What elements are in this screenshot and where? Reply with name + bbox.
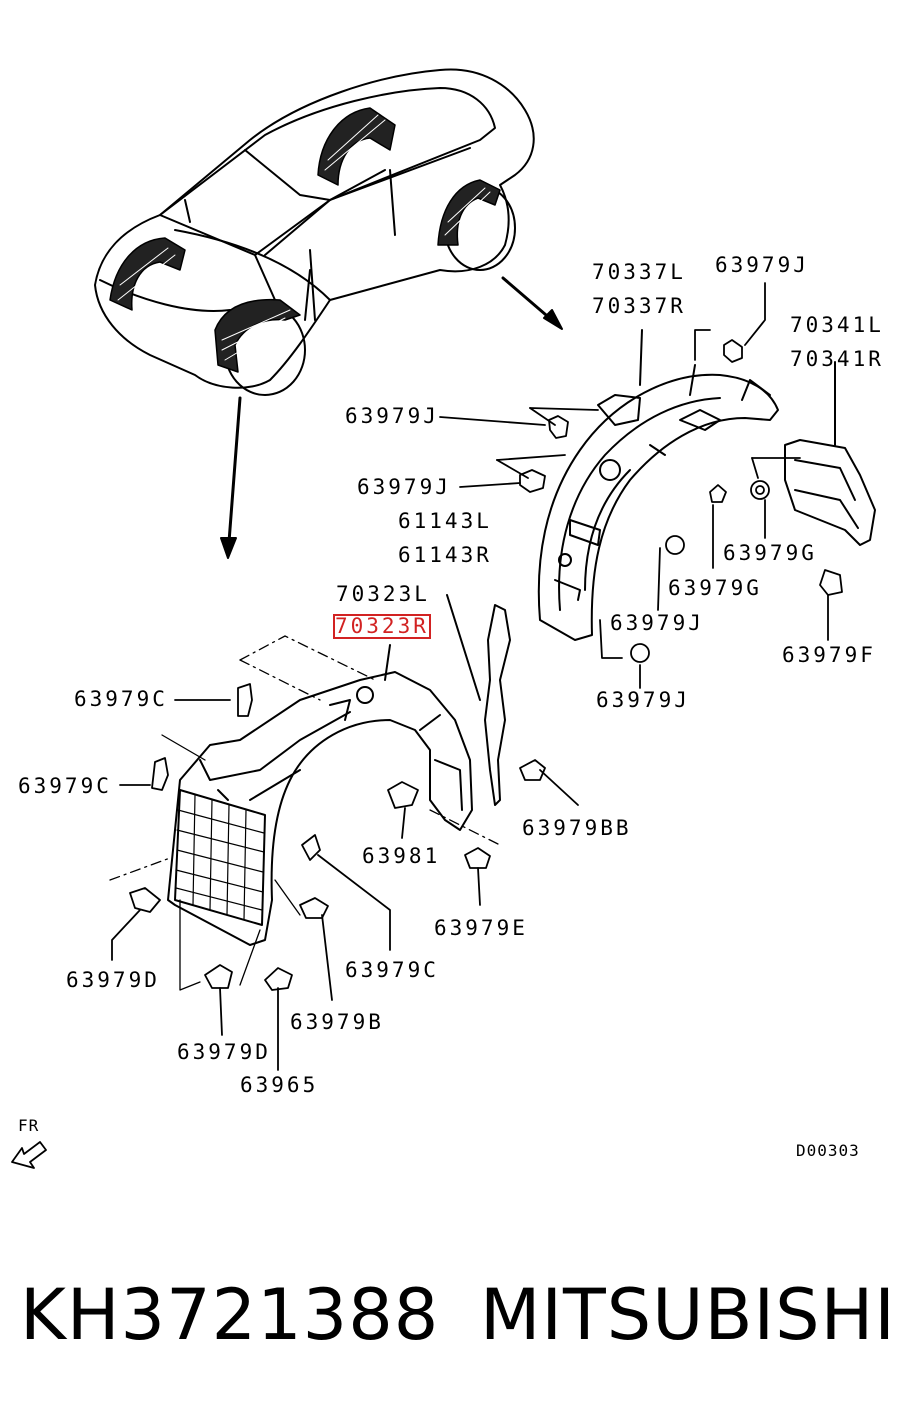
drawing-code: D00303	[796, 1141, 860, 1160]
label-70337L: 70337L	[592, 260, 686, 284]
label-70341R: 70341R	[790, 347, 884, 371]
label-63979J-b: 63979J	[357, 475, 451, 499]
label-63979E: 63979E	[434, 916, 528, 940]
label-61143R: 61143R	[398, 543, 492, 567]
front-direction-label: FR	[18, 1116, 40, 1135]
direction-arrows	[220, 276, 563, 559]
car-body-illustration	[94, 68, 535, 396]
part-number: KH3721388	[20, 1274, 440, 1356]
liner-bracket	[446, 594, 511, 806]
rear-wheel-liner	[537, 329, 779, 641]
label-70337R: 70337R	[592, 294, 686, 318]
fasteners	[129, 339, 843, 991]
label-70323R-highlighted: 70323R	[333, 614, 431, 639]
label-63979G-a: 63979G	[723, 541, 817, 565]
brand-name: MITSUBISHI	[480, 1274, 896, 1356]
label-63979J-a: 63979J	[345, 404, 439, 428]
label-61143L: 61143L	[398, 509, 492, 533]
leader-lines	[111, 282, 829, 1071]
label-63981: 63981	[362, 844, 441, 868]
label-70341L: 70341L	[790, 313, 884, 337]
label-63979D-b: 63979D	[177, 1040, 271, 1064]
label-63979C-b: 63979C	[18, 774, 112, 798]
label-63979B: 63979B	[290, 1010, 384, 1034]
front-direction-indicator	[11, 1141, 47, 1169]
label-63979F: 63979F	[782, 643, 876, 667]
label-63979D-a: 63979D	[66, 968, 160, 992]
front-wheel-liner	[109, 635, 501, 991]
label-63979C-c: 63979C	[345, 958, 439, 982]
label-70323L: 70323L	[336, 582, 430, 606]
rear-mudguard-flap	[784, 361, 876, 546]
label-63965: 63965	[240, 1073, 319, 1097]
label-63979J-top: 63979J	[715, 253, 809, 277]
label-63979J-c: 63979J	[610, 611, 704, 635]
label-63979C-a: 63979C	[74, 687, 168, 711]
label-63979J-d: 63979J	[596, 688, 690, 712]
label-63979BB: 63979BB	[522, 816, 632, 840]
label-63979G-b: 63979G	[668, 576, 762, 600]
